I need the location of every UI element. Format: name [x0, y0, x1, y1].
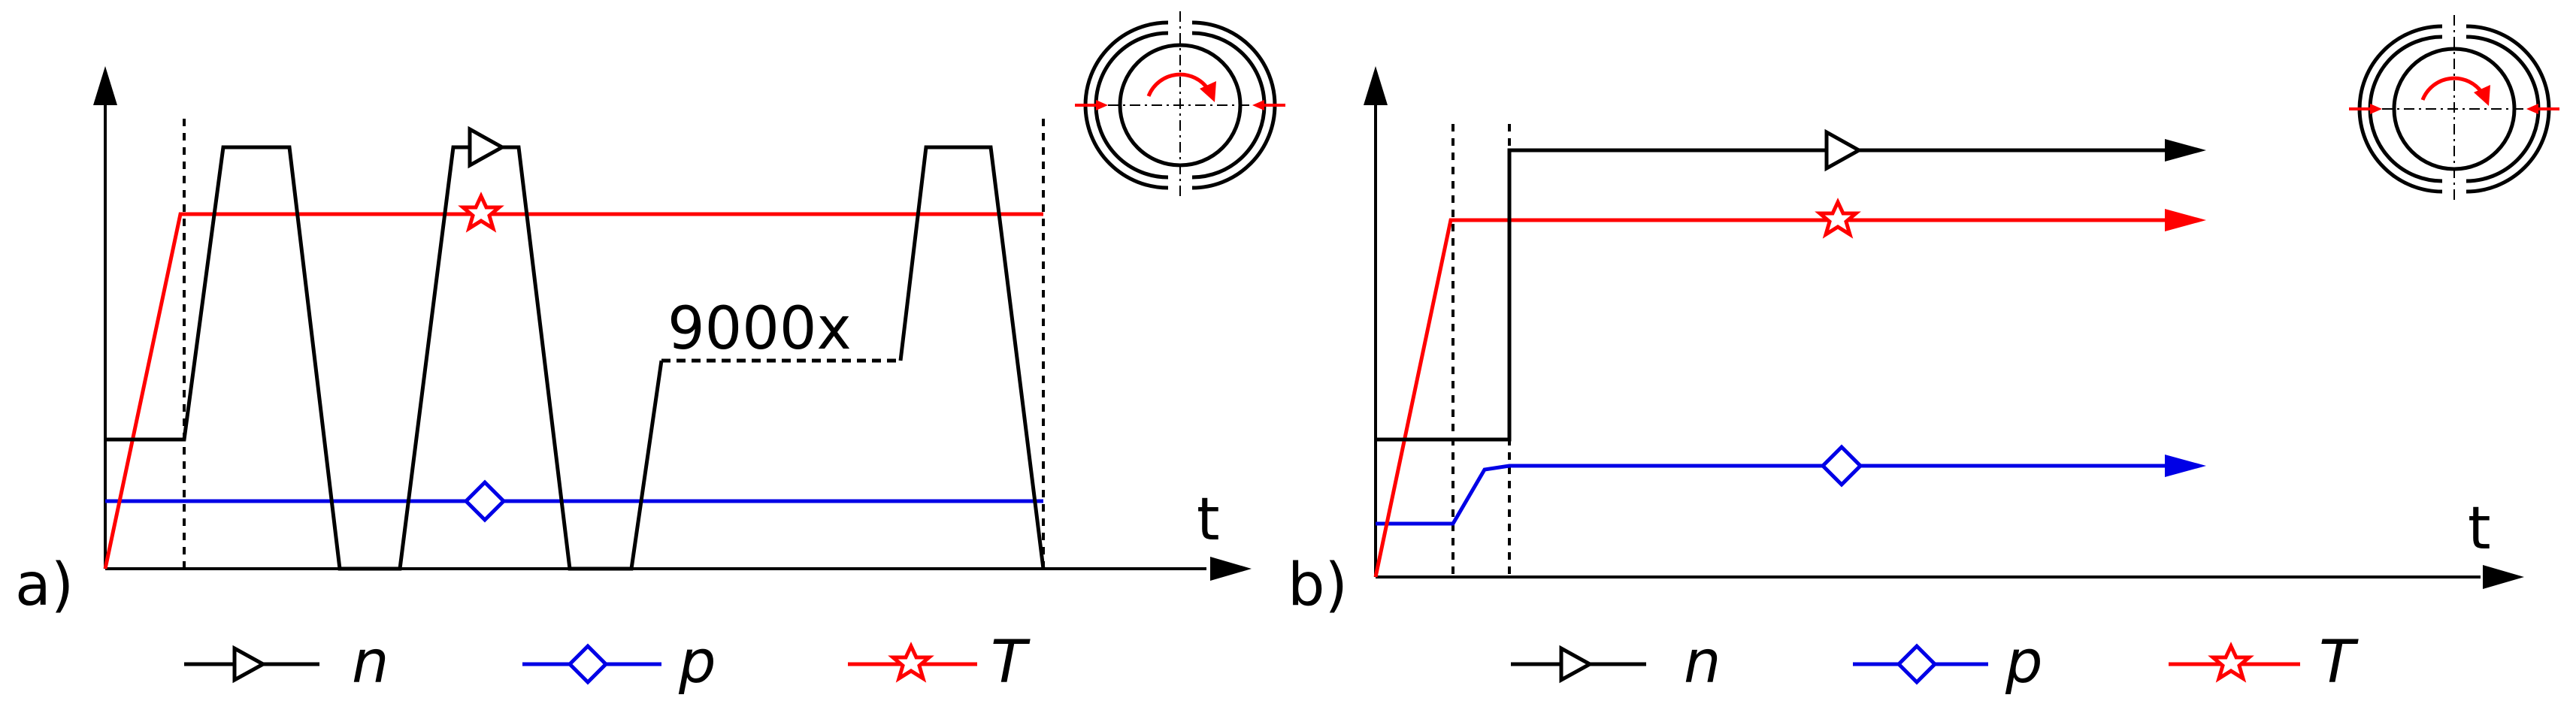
bearing-schematic-icon — [2349, 15, 2559, 203]
speed-arrow-icon — [2165, 139, 2206, 162]
x-axis-label: t — [2468, 495, 2491, 563]
star-icon — [2208, 642, 2254, 683]
speed-line — [105, 145, 664, 571]
legend-label-p: p — [2005, 629, 2043, 696]
pressure-arrow-icon — [2165, 455, 2206, 477]
y-axis-arrow-icon — [93, 66, 117, 105]
cycle-annotation: 9000x — [667, 295, 852, 363]
speed-line-end — [898, 145, 1046, 569]
triangle-right-icon — [1824, 128, 1863, 172]
y-axis-arrow-icon — [1364, 66, 1388, 105]
diamond-icon — [1896, 643, 1938, 685]
rotation-arrow-icon — [1146, 72, 1216, 102]
diamond-icon — [1820, 444, 1863, 488]
panel-tag: a) — [15, 551, 74, 619]
legend: n p T — [184, 629, 1031, 696]
star-icon — [1815, 198, 1861, 239]
pressure-line — [1376, 464, 2165, 526]
x-axis-label: t — [1197, 486, 1220, 554]
legend-label-T: T — [2319, 629, 2359, 696]
legend-label-n: n — [352, 629, 389, 696]
legend-label-n: n — [1684, 629, 1721, 696]
star-icon — [888, 642, 934, 683]
panel-b: b) t n — [1288, 15, 2559, 696]
load-arrow-icon — [1075, 100, 1285, 110]
diamond-icon — [463, 479, 507, 523]
star-icon — [458, 192, 504, 233]
triangle-right-icon — [1559, 645, 1594, 684]
temperature-line — [103, 212, 1043, 569]
diamond-icon — [567, 643, 609, 685]
speed-line — [1376, 148, 2165, 442]
legend-label-T: T — [991, 629, 1031, 696]
triangle-right-icon — [232, 645, 268, 684]
triangle-right-icon — [468, 125, 507, 169]
legend: n p T — [1511, 629, 2359, 696]
bearing-schematic-icon — [1075, 11, 1285, 199]
x-axis-arrow-icon — [2483, 565, 2524, 589]
temperature-arrow-icon — [2165, 209, 2206, 231]
rotation-arrow-icon — [2420, 76, 2490, 106]
load-arrow-icon — [2349, 104, 2559, 114]
temperature-line — [1373, 218, 2165, 578]
panel-a: a) t 9000x n — [15, 11, 1285, 696]
legend-label-p: p — [678, 629, 716, 696]
panel-tag: b) — [1288, 551, 1348, 619]
x-axis-arrow-icon — [1210, 557, 1252, 581]
